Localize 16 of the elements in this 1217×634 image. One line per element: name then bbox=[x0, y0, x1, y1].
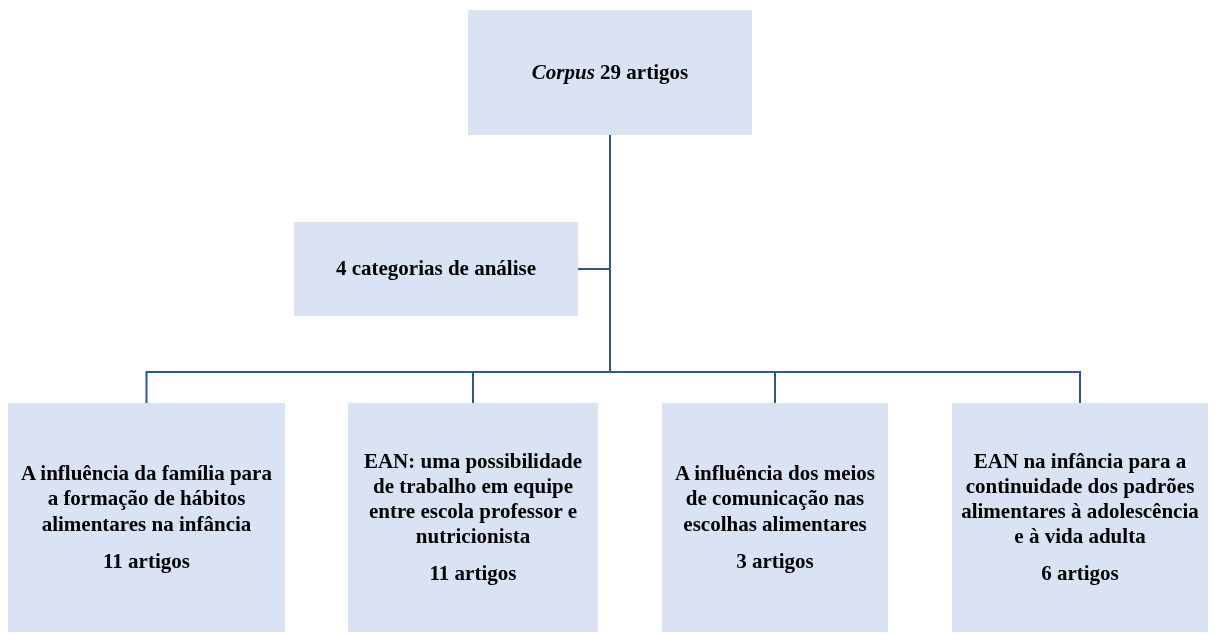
category-box bbox=[8, 403, 285, 632]
box-title: A influência dos meios de comunicação nas escolhas alimentares bbox=[673, 461, 877, 537]
box-title: 4 categorias de análise bbox=[335, 256, 537, 282]
article-count: 11 artigos bbox=[103, 548, 190, 574]
box-title: EAN na infância para a continuidade dos padrões alimentares à adolescência e à vida adulta bbox=[960, 448, 1200, 550]
category-box bbox=[348, 403, 598, 632]
category-box bbox=[952, 403, 1208, 632]
article-count: 11 artigos bbox=[429, 561, 517, 587]
article-count: 6 artigos bbox=[1041, 561, 1119, 587]
category-box bbox=[468, 10, 752, 135]
box-title: A influência da família para a formação de hábitos alimentares na infância bbox=[20, 461, 273, 537]
article-count: 3 artigos bbox=[736, 548, 814, 574]
category-box bbox=[662, 403, 888, 632]
box-title: EAN: uma possibilidade de trabalho em equipe entre escola professor e nutricionista bbox=[362, 448, 584, 550]
category-box bbox=[294, 222, 578, 316]
box-title: Corpus 29 artigos bbox=[531, 59, 689, 86]
